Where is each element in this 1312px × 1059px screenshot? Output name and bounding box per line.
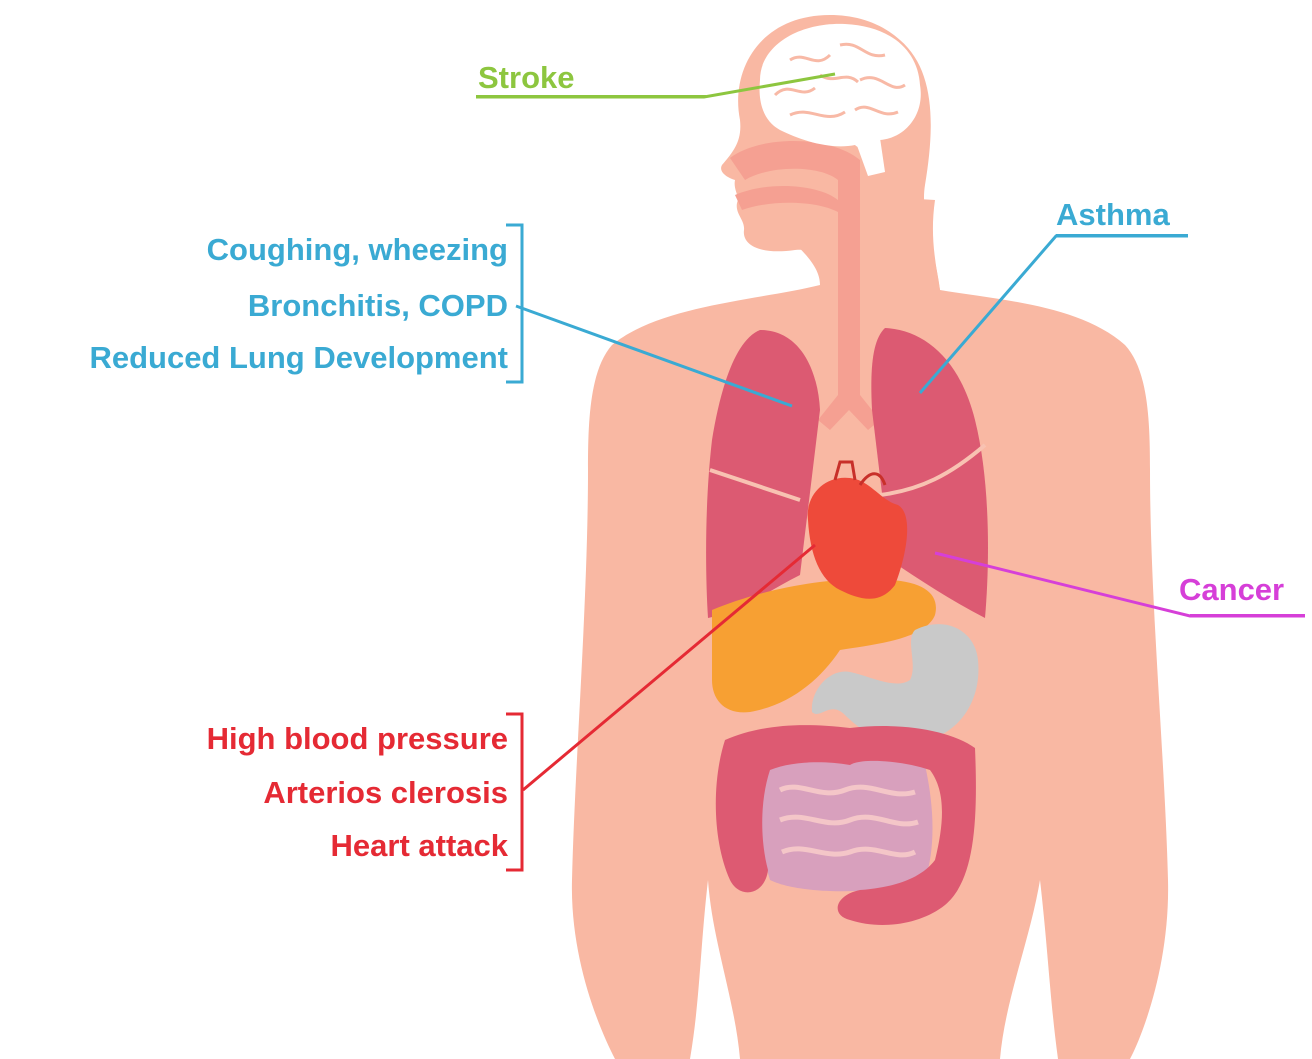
asthma-underline <box>1056 234 1188 237</box>
label-reduced-lung: Reduced Lung Development <box>89 342 508 373</box>
stroke-underline <box>476 95 706 98</box>
label-coughing: Coughing, wheezing <box>207 234 508 265</box>
label-high-blood-pressure: High blood pressure <box>207 723 508 754</box>
label-cancer: Cancer <box>1179 574 1284 605</box>
cancer-underline <box>1190 614 1305 617</box>
label-arterios-clerosis: Arterios clerosis <box>263 777 508 808</box>
label-stroke: Stroke <box>478 62 574 93</box>
label-heart-attack: Heart attack <box>331 830 508 861</box>
label-asthma: Asthma <box>1056 199 1170 230</box>
cardio-bracket <box>506 714 522 870</box>
respiratory-bracket <box>506 225 522 382</box>
label-bronchitis: Bronchitis, COPD <box>248 290 508 321</box>
